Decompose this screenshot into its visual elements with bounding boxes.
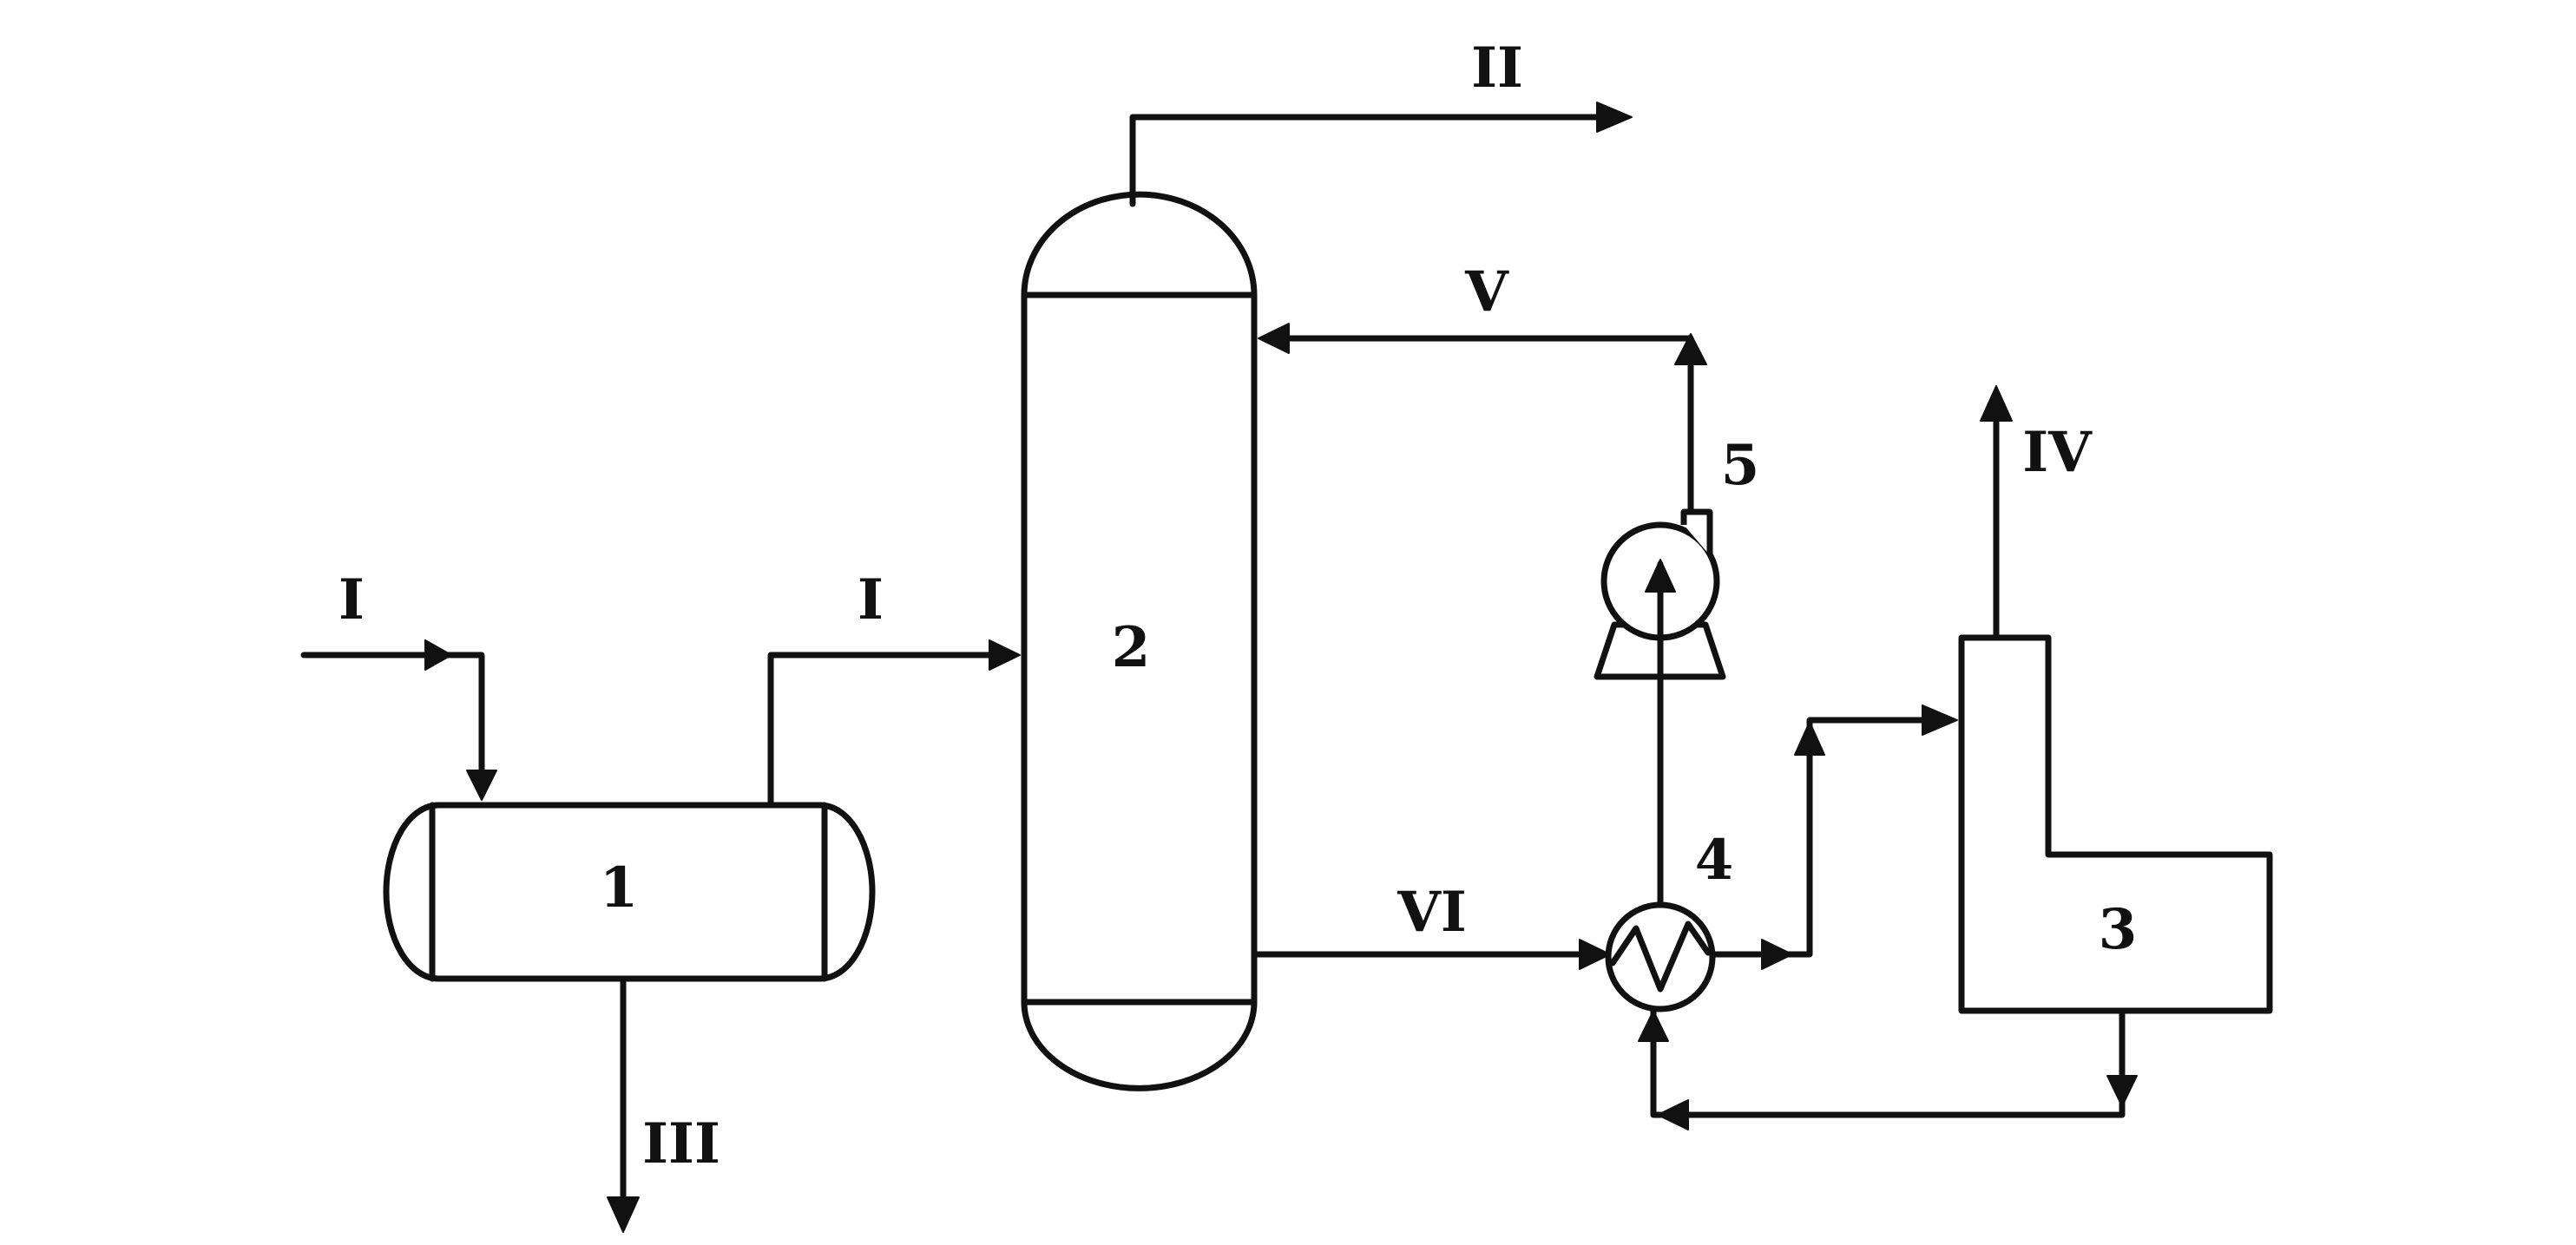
arrow-flue-gas bbox=[1980, 385, 2013, 422]
overhead-line bbox=[1129, 114, 1609, 207]
arrow-pump-internal bbox=[1645, 559, 1676, 593]
exchanger-to-furnace-line bbox=[1706, 717, 1948, 958]
arrow-return-left bbox=[1657, 1099, 1689, 1130]
arrow-riser-up bbox=[1794, 721, 1825, 756]
feed-inlet-line bbox=[300, 652, 485, 793]
pump-5 bbox=[1594, 508, 1726, 680]
label-overhead: II bbox=[1471, 36, 1523, 101]
arrow-feed-right bbox=[424, 639, 452, 671]
arrow-to-furnace bbox=[1922, 704, 1958, 736]
separator-to-column-line bbox=[767, 652, 1010, 809]
arrow-reflux-to-column bbox=[1258, 323, 1290, 354]
separator-vessel-1 bbox=[383, 802, 876, 982]
label-unit-5: 5 bbox=[1721, 433, 1760, 498]
arrow-to-column bbox=[989, 639, 1021, 671]
arrow-column-bottoms bbox=[1579, 939, 1611, 970]
arrow-return-up bbox=[1638, 1010, 1669, 1042]
arrow-separator-bottoms bbox=[607, 1196, 640, 1233]
label-flue-gas: IV bbox=[2022, 420, 2093, 485]
label-reflux: V bbox=[1464, 259, 1509, 324]
exchanger-shell bbox=[1605, 901, 1716, 1012]
separator-shell bbox=[383, 802, 876, 982]
arrow-feed-down bbox=[466, 770, 497, 801]
arrow-pump-discharge-up bbox=[1674, 333, 1707, 365]
label-feed-to-column: I bbox=[858, 567, 884, 632]
exchanger-coil bbox=[1609, 921, 1712, 993]
furnace-return-line bbox=[1650, 1006, 2126, 1118]
heat-exchanger-4 bbox=[1605, 901, 1716, 1012]
label-unit-4: 4 bbox=[1695, 828, 1734, 893]
arrow-furnace-bottom-down bbox=[2106, 1075, 2138, 1107]
furnace-3 bbox=[1958, 634, 2273, 1014]
label-feed-in: I bbox=[338, 567, 365, 632]
column-vessel-2 bbox=[1021, 191, 1258, 1091]
arrow-overhead bbox=[1596, 102, 1633, 133]
label-column-bottoms: VI bbox=[1396, 880, 1467, 945]
label-unit-2: 2 bbox=[1112, 615, 1151, 680]
label-unit-3: 3 bbox=[2099, 897, 2138, 962]
label-unit-1: 1 bbox=[600, 855, 639, 921]
reflux-line bbox=[1268, 335, 1694, 515]
pump-motor-box bbox=[1680, 508, 1713, 555]
label-separator-bottoms: III bbox=[642, 1111, 720, 1176]
arrow-exchanger-out bbox=[1761, 939, 1793, 970]
